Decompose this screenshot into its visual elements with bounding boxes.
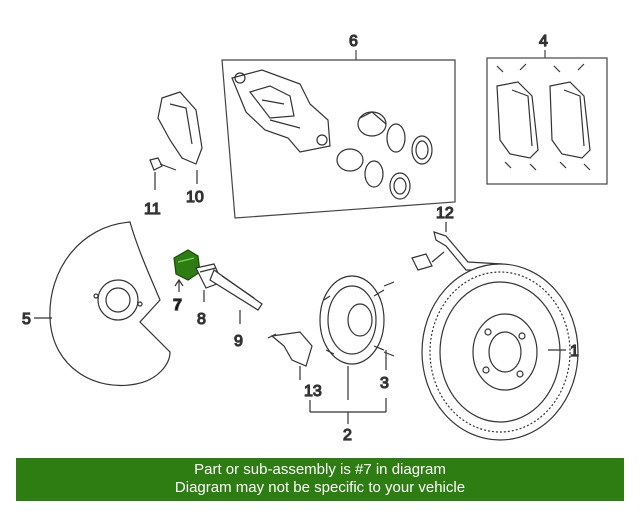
banner-line-2: Diagram may not be specific to your vehi… <box>174 479 466 496</box>
callout-8: 8 <box>197 311 206 328</box>
dust-shield <box>49 221 171 386</box>
callout-3: 3 <box>380 375 389 392</box>
sensor-bracket <box>267 331 313 367</box>
brake-rotor <box>421 263 579 441</box>
axle-shaft <box>209 269 263 311</box>
callout-4: 4 <box>539 33 548 50</box>
callout-12: 12 <box>436 205 454 222</box>
callout-5: 5 <box>22 311 31 328</box>
info-banner: Part or sub-assembly is #7 in diagram Di… <box>16 458 624 501</box>
callout-1: 1 <box>570 343 579 360</box>
callout-7: 7 <box>173 297 182 314</box>
part-7-highlight <box>173 249 201 281</box>
brake-pads-box <box>486 57 608 185</box>
callout-9: 9 <box>234 333 243 350</box>
parts-diagram: 6 4 10 11 5 7 <box>21 32 608 445</box>
bracket-bolt <box>149 157 177 171</box>
caliper-box <box>221 59 456 219</box>
caliper-bracket <box>157 91 203 165</box>
callout-13: 13 <box>304 383 322 400</box>
callout-10: 10 <box>186 189 204 206</box>
banner-line-1: Part or sub-assembly is #7 in diagram <box>194 461 446 478</box>
callout-2: 2 <box>343 427 352 444</box>
callout-11: 11 <box>144 201 161 218</box>
callout-6: 6 <box>349 33 358 50</box>
wheel-hub <box>319 275 395 365</box>
